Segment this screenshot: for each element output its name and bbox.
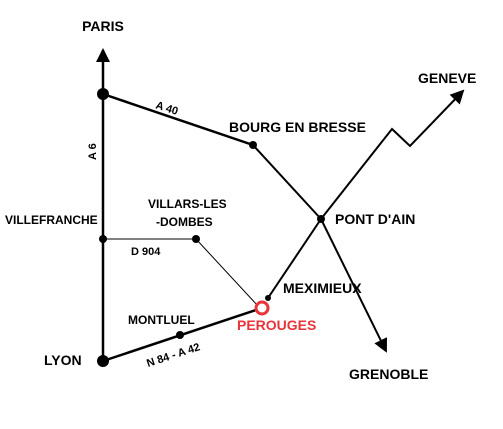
a6-label: A 6 (87, 143, 99, 160)
n84-label: N 84 - A 42 (145, 341, 201, 370)
montluel-marker (176, 331, 184, 339)
bourg-marker (249, 141, 257, 149)
bourg-pont-road (252, 144, 322, 220)
perouges-label: PEROUGES (237, 317, 316, 333)
geneve-road (320, 89, 465, 220)
montluel-label: MONTLUEL (128, 313, 195, 327)
a40-road (102, 92, 254, 147)
lyon-label: LYON (44, 352, 82, 368)
villars-marker (192, 235, 200, 243)
bourg-label: BOURG EN BRESSE (229, 119, 366, 135)
pont-dain-label: PONT D'AIN (335, 211, 415, 227)
d904-label: D 904 (131, 246, 161, 258)
lyon-marker (97, 355, 109, 367)
paris-junction-marker (97, 88, 109, 100)
villefranche-label: VILLEFRANCHE (5, 213, 98, 227)
geneve-label: GENEVE (418, 70, 476, 86)
pont-dain-marker (317, 215, 325, 223)
paris-label: PARIS (82, 18, 124, 34)
meximieux-road (267, 218, 322, 299)
villars-label-line1: VILLARS-LES (148, 197, 227, 211)
meximieux-label: MEXIMIEUX (283, 280, 362, 296)
grenoble-label: GRENOBLE (349, 366, 428, 382)
villars-label-line2: -DOMBES (156, 215, 213, 229)
villefranche-marker (99, 235, 107, 243)
villars-perouges-road (195, 238, 259, 307)
perouges-marker (254, 300, 270, 316)
meximieux-marker (265, 295, 271, 301)
grenoble-road (320, 218, 387, 353)
